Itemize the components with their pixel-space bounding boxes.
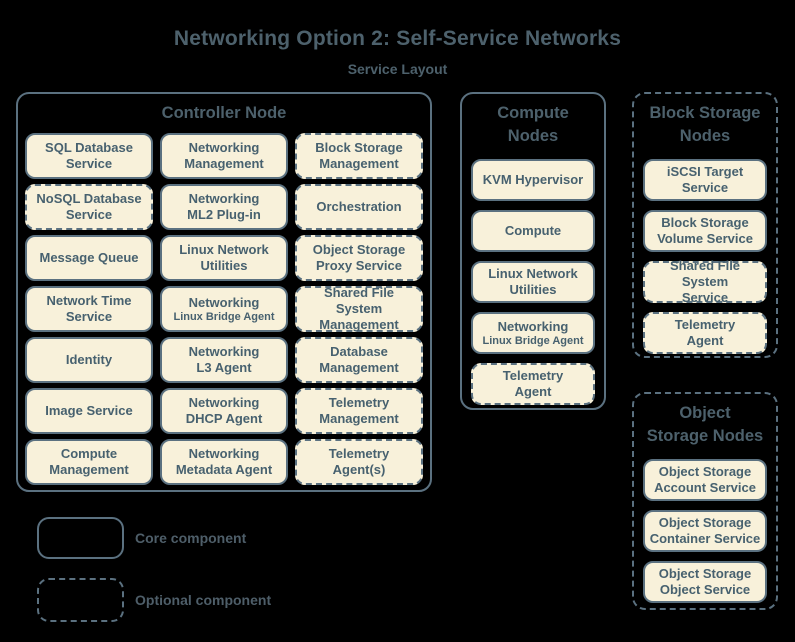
service-label: Shared File System Service xyxy=(669,258,741,305)
diagram-title: Networking Option 2: Self-Service Networ… xyxy=(173,27,622,50)
service-sublabel: Linux Bridge Agent xyxy=(482,334,584,347)
service-label: Database Management xyxy=(319,344,399,375)
service-label: Object Storage Account Service xyxy=(654,464,756,495)
service-label: Object Storage Container Service xyxy=(649,515,761,546)
service-object-storage-container-service: Object Storage Container Service xyxy=(643,510,767,552)
optional-component-swatch xyxy=(37,578,124,622)
service-kvm-hypervisor: KVM Hypervisor xyxy=(471,159,595,201)
service-label: Networking xyxy=(188,294,260,310)
service-nosql-database-service: NoSQL Database Service xyxy=(25,184,153,230)
service-identity: Identity xyxy=(25,337,153,383)
service-linux-network-utilities: Linux Network Utilities xyxy=(160,235,288,281)
service-telemetry-agent: Telemetry Agent xyxy=(471,363,595,405)
controller-node-services: SQL Database Service Networking Managemen… xyxy=(18,125,430,485)
service-label: Networking ML2 Plug-in xyxy=(187,191,261,222)
service-label: Networking DHCP Agent xyxy=(185,395,263,426)
service-object-storage-account-service: Object Storage Account Service xyxy=(643,459,767,501)
service-compute-management: Compute Management xyxy=(25,439,153,485)
controller-node-heading: Controller Node xyxy=(161,104,287,122)
service-label: Telemetry Management xyxy=(319,395,399,426)
service-label: iSCSI Target Service xyxy=(666,164,744,195)
service-label: Compute Management xyxy=(49,446,129,477)
service-label: Shared File System Management xyxy=(319,285,399,332)
service-block-storage-volume-service: Block Storage Volume Service xyxy=(643,210,767,252)
service-telemetry-agent-s: Telemetry Agent(s) xyxy=(295,439,423,485)
core-component-label: Core component xyxy=(135,530,247,546)
service-label: Linux Network Utilities xyxy=(488,266,578,297)
service-networking-l3-agent: Networking L3 Agent xyxy=(160,337,288,383)
service-label: Compute xyxy=(504,223,562,238)
service-label: Networking xyxy=(497,318,569,334)
service-label: Networking Management xyxy=(184,140,264,171)
service-networking-dhcp-agent: Networking DHCP Agent xyxy=(160,388,288,434)
service-label: Telemetry Agent xyxy=(674,317,736,348)
service-label: Object Storage Object Service xyxy=(658,566,752,597)
service-iscsi-target-service: iSCSI Target Service xyxy=(643,159,767,201)
service-label: KVM Hypervisor xyxy=(482,172,584,187)
service-label: Image Service xyxy=(45,403,133,418)
service-label: Message Queue xyxy=(39,250,139,265)
service-label: Object Storage Proxy Service xyxy=(312,242,406,273)
block-storage-nodes-container: Block Storage Nodes iSCSI Target Service… xyxy=(632,92,778,358)
service-networking-management: Networking Management xyxy=(160,133,288,179)
core-component-swatch xyxy=(37,517,124,559)
service-orchestration: Orchestration xyxy=(295,184,423,230)
service-telemetry-management: Telemetry Management xyxy=(295,388,423,434)
service-network-time-service: Network Time Service xyxy=(25,286,153,332)
service-database-management: Database Management xyxy=(295,337,423,383)
service-block-storage-management: Block Storage Management xyxy=(295,133,423,179)
service-label: Identity xyxy=(65,352,113,367)
service-label: Orchestration xyxy=(316,199,402,214)
object-storage-nodes-heading: Object Storage Nodes xyxy=(646,404,764,445)
service-image-service: Image Service xyxy=(25,388,153,434)
service-label: Network Time Service xyxy=(46,293,132,324)
service-networking-ml2-plug-in: Networking ML2 Plug-in xyxy=(160,184,288,230)
object-storage-nodes-container: Object Storage Nodes Object Storage Acco… xyxy=(632,392,778,610)
service-label: Telemetry Agent(s) xyxy=(328,446,390,477)
service-shared-file-system-service: Shared File System Service xyxy=(643,258,767,305)
service-label: Telemetry Agent xyxy=(502,368,564,399)
service-label: Block Storage Volume Service xyxy=(657,215,753,246)
service-sublabel: Linux Bridge Agent xyxy=(173,310,275,323)
service-telemetry-agent: Telemetry Agent xyxy=(643,312,767,354)
service-object-storage-object-service: Object Storage Object Service xyxy=(643,561,767,603)
service-compute: Compute xyxy=(471,210,595,252)
service-label: SQL Database Service xyxy=(45,140,133,171)
service-linux-network-utilities: Linux Network Utilities xyxy=(471,261,595,303)
service-label: Networking L3 Agent xyxy=(188,344,260,375)
compute-nodes-heading: Compute Nodes xyxy=(497,104,569,145)
service-label: NoSQL Database Service xyxy=(36,191,142,222)
service-sql-database-service: SQL Database Service xyxy=(25,133,153,179)
legend-item-core: Core component xyxy=(37,517,246,559)
diagram-subtitle: Service Layout xyxy=(347,61,448,77)
optional-component-label: Optional component xyxy=(135,592,272,608)
service-message-queue: Message Queue xyxy=(25,235,153,281)
block-storage-nodes-heading: Block Storage Nodes xyxy=(649,104,761,145)
service-object-storage-proxy-service: Object Storage Proxy Service xyxy=(295,235,423,281)
service-shared-file-system-management: Shared File System Management xyxy=(295,285,423,332)
legend-item-optional: Optional component xyxy=(37,578,271,622)
service-label: Networking Metadata Agent xyxy=(175,446,273,477)
service-label: Linux Network Utilities xyxy=(179,242,269,273)
service-label: Block Storage Management xyxy=(315,140,403,171)
service-networking-metadata-agent: Networking Metadata Agent xyxy=(160,439,288,485)
